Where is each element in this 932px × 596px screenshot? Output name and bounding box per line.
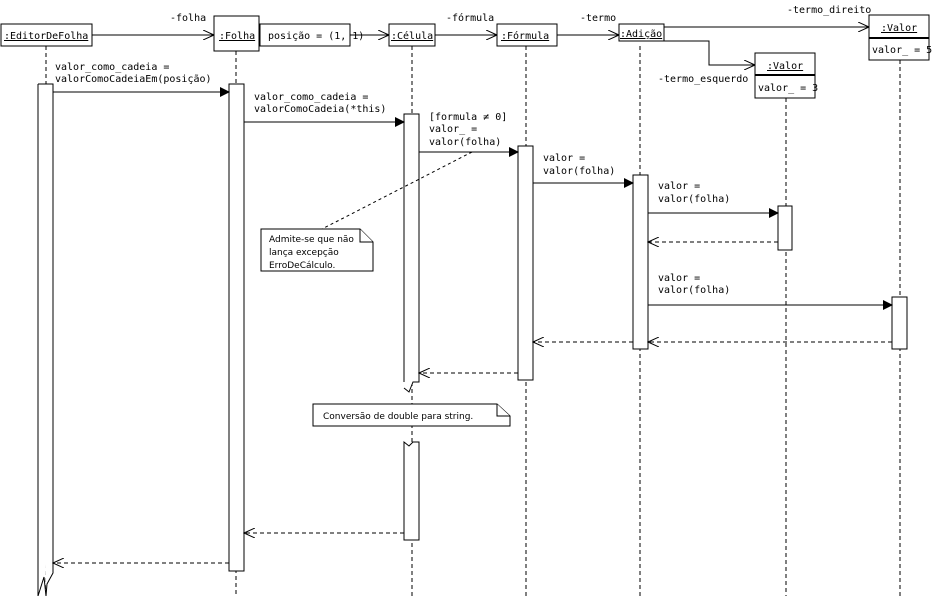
message-celula-valor: [formula ≠ 0] valor_ = valor(folha) <box>419 112 519 157</box>
object-formula[interactable]: :Fórmula <box>496 23 558 47</box>
activation-folha <box>228 83 245 572</box>
qualifier-posicao: posição = (1, 1) <box>259 23 364 47</box>
svg-text:ErroDeCálculo.: ErroDeCálculo. <box>269 261 335 271</box>
object-label: :Valor <box>767 61 803 72</box>
object-valor-esquerdo[interactable]: :Valor valor_ = 3 <box>754 52 818 99</box>
svg-text:Admite-se que não: Admite-se que não <box>269 235 354 245</box>
svg-text:valor_como_cadeia =: valor_como_cadeia = <box>55 62 169 73</box>
svg-text:[formula ≠ 0]: [formula ≠ 0] <box>429 112 507 123</box>
object-label: :EditorDeFolha <box>4 31 88 42</box>
svg-text:valor(folha): valor(folha) <box>658 194 730 205</box>
svg-text:valor =: valor = <box>658 273 700 284</box>
qualifier-label: posição = (1, 1) <box>268 31 364 42</box>
message-valor-como-cadeia: valor_como_cadeia = valorComoCadeia(*thi… <box>244 92 405 127</box>
object-label: :Folha <box>219 31 255 42</box>
object-attribute: valor_ = 3 <box>758 83 818 94</box>
activation-formula <box>517 145 534 381</box>
svg-text:Conversão de double para strin: Conversão de double para string. <box>323 412 473 422</box>
svg-text:valor_ =: valor_ = <box>429 124 477 135</box>
activation-celula-top <box>403 113 420 393</box>
object-label: :Adição <box>620 29 662 40</box>
svg-text:valor(folha): valor(folha) <box>658 285 730 296</box>
object-folha[interactable]: :Folha <box>213 15 260 52</box>
activation-celula-bottom <box>403 440 420 541</box>
svg-text:valor_como_cadeia =: valor_como_cadeia = <box>254 92 368 103</box>
svg-text:valorComoCadeiaEm(posição): valorComoCadeiaEm(posição) <box>55 74 212 85</box>
role-termo-esquerdo: -termo_esquerdo <box>658 74 748 85</box>
svg-text:valorComoCadeia(*this): valorComoCadeia(*this) <box>254 104 386 115</box>
object-adicao[interactable]: :Adição <box>618 23 665 42</box>
object-attribute: valor_ = 5 <box>872 45 932 56</box>
svg-text:valor =: valor = <box>658 181 700 192</box>
svg-text:valor(folha): valor(folha) <box>429 137 501 148</box>
note-connector <box>321 151 473 230</box>
object-label: :Fórmula <box>501 30 549 42</box>
message-adicao-valor-direito: valor = valor(folha) <box>648 273 893 310</box>
object-celula[interactable]: :Célula <box>388 23 436 47</box>
note-exception: Admite-se que não lança excepção ErroDeC… <box>260 228 374 272</box>
object-editor-de-folha[interactable]: :EditorDeFolha <box>0 23 93 47</box>
svg-text:lança excepção: lança excepção <box>269 248 339 258</box>
activation-adicao <box>632 174 649 350</box>
activation-editor <box>37 83 54 596</box>
message-formula-valor: valor = valor(folha) <box>533 153 634 188</box>
role-termo: -termo <box>580 13 616 24</box>
role-termo-direito: -termo_direito <box>787 5 871 16</box>
role-folha: -folha <box>170 13 206 24</box>
object-valor-direito[interactable]: :Valor valor_ = 5 <box>868 14 932 61</box>
activation-valor-esquerdo <box>777 205 793 251</box>
object-label: :Valor <box>881 23 917 34</box>
message-valor-como-cadeia-em: valor_como_cadeia = valorComoCadeiaEm(po… <box>53 62 230 97</box>
note-conversion: Conversão de double para string. <box>312 403 511 427</box>
object-label: :Célula <box>391 30 433 42</box>
message-adicao-valor-esquerdo: valor = valor(folha) <box>648 181 779 218</box>
link-adicao-valor-esquerdo <box>664 40 755 65</box>
svg-text:valor(folha): valor(folha) <box>543 166 615 177</box>
svg-text:valor =: valor = <box>543 153 585 164</box>
role-formula: -fórmula <box>446 12 494 24</box>
activation-valor-direito <box>891 296 908 350</box>
